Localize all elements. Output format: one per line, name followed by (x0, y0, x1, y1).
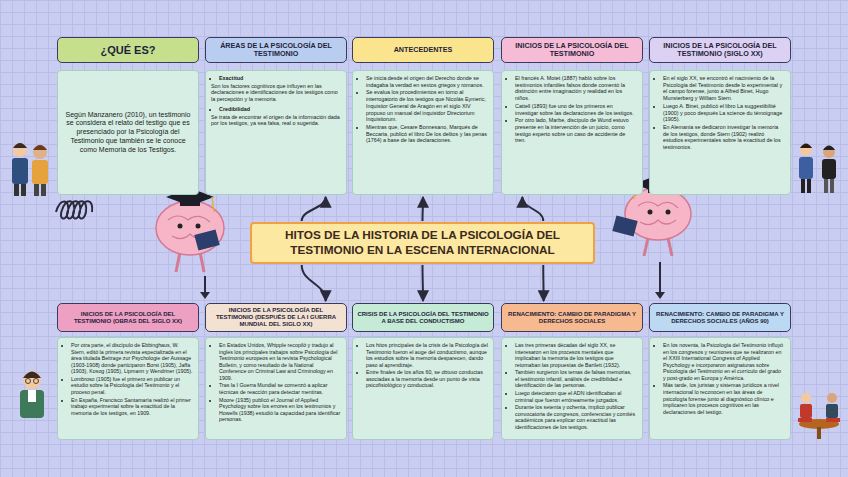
bullet-text: Lombroso (1905) fue el primero en public… (71, 376, 193, 396)
content-box: Por otra parte, el discípulo de Ebbingha… (57, 337, 199, 440)
connector-arrow (302, 265, 326, 301)
bullet-text: Los hitos principales de la crisis de la… (366, 342, 488, 368)
connector-arrow (422, 265, 425, 301)
brain-figure (156, 188, 224, 272)
content-box: En Estados Unidos, Whipple recopiló y tr… (205, 337, 347, 440)
body-text: Según Manzanero (2010), un testimonio se… (63, 111, 193, 154)
bullet-text: El francés A. Motet (1887) habló sobre l… (515, 75, 637, 102)
connector-arrow (522, 197, 543, 221)
bullet-text: Luego detectaron que el ADN identificaba… (515, 390, 637, 403)
meeting-figure (798, 393, 840, 439)
header-text: RENACIMIENTO: CAMBIO DE PARADIGMA Y DERE… (654, 311, 786, 325)
header-text: ANTECEDENTES (394, 46, 453, 54)
bullet-text: En Alemania se dedicaron investigar la m… (663, 124, 785, 151)
bullet-text: Mientras que, Cesare Bonnesano, Marqués … (366, 124, 488, 144)
spring-coil (56, 201, 92, 218)
content-box: En los noventa, la Psicología del Testim… (649, 337, 791, 440)
header-box: RENACIMIENTO: CAMBIO DE PARADIGMA Y DERE… (501, 303, 643, 332)
body-text: Son los factores cognitivos que influyen… (211, 83, 341, 103)
header-text: ÁREAS DE LA PSICOLOGÍA DEL TESTIMONIO (210, 42, 342, 59)
bullet-text: En Estados Unidos, Whipple recopiló y tr… (219, 342, 341, 381)
header-box: ÁREAS DE LA PSICOLOGÍA DEL TESTIMONIO (205, 37, 347, 63)
header-box: CRISIS DE LA PSICOLOGÍA DEL TESTIMONIO A… (352, 303, 494, 332)
content-box: Se inicia desde el origen del Derecho do… (352, 70, 494, 195)
connector-arrow (302, 197, 326, 221)
connector-arrow (542, 265, 544, 301)
bullet-text: Se inicia desde el origen del Derecho do… (366, 75, 488, 88)
people-figure (799, 144, 836, 194)
bullet-heading: Credibilidad (219, 106, 341, 113)
connector-arrow (422, 197, 425, 221)
bullet-text: Las tres primeras décadas del siglo XX, … (515, 342, 637, 368)
bullet-text: Entre finales de los años 60, se obtuvo … (366, 369, 488, 389)
header-box: INICIOS DE LA PSICOLOGÍA DEL TESTIMONIO … (649, 37, 791, 63)
bullet-text: En los noventa, la Psicología del Testim… (663, 342, 785, 381)
bullet-text: Por otra parte, el discípulo de Ebbingha… (71, 342, 193, 375)
bullet-text: Luego A. Binet, publicó el libro La sugg… (663, 103, 785, 123)
header-box: ANTECEDENTES (352, 37, 494, 63)
bullet-text: Moore (1935) publicó el Journal of Appli… (219, 397, 341, 423)
bullet-heading: Exactitud (219, 75, 341, 82)
header-text: RENACIMIENTO: CAMBIO DE PARADIGMA Y DERE… (506, 311, 638, 325)
header-box: RENACIMIENTO: CAMBIO DE PARADIGMA Y DERE… (649, 303, 791, 332)
bullet-text: También surgieron los temas de falsas me… (515, 369, 637, 389)
people-figure (12, 143, 48, 196)
bullet-text: Por otro lado, Marbe, discípulo de Wund … (515, 117, 637, 144)
header-text: INICIOS DE LA PSICOLOGÍA DEL TESTIMONIO (506, 42, 638, 59)
header-box: ¿QUÉ ES? (57, 37, 199, 63)
content-box: ExactitudSon los factores cognitivos que… (205, 70, 347, 195)
header-text: ¿QUÉ ES? (100, 44, 155, 57)
content-box: Los hitos principales de la crisis de la… (352, 337, 494, 440)
header-text: INICIOS DE LA PSICOLOGÍA DEL TESTIMONIO … (210, 307, 342, 328)
bullet-text: Cattell (1893) fue uno de los primeros e… (515, 103, 637, 116)
body-text: Se trata de encontrar el origen de la in… (211, 114, 341, 127)
title-box: HITOS DE LA HISTORIA DE LA PSICOLOGÍA DE… (250, 222, 595, 264)
person-figure (20, 371, 44, 418)
bullet-text: En el siglo XX, se encontró el nacimient… (663, 75, 785, 102)
bullet-text: Se evalua los procedimientos en torno al… (366, 89, 488, 123)
header-box: INICIOS DE LA PSICOLOGÍA DEL TESTIMONIO … (205, 303, 347, 332)
header-text: INICIOS DE LA PSICOLOGÍA DEL TESTIMONIO … (62, 311, 194, 325)
bullet-text: Más tarde, los juristas y sistemas juríd… (663, 382, 785, 415)
content-box: El francés A. Motet (1887) habló sobre l… (501, 70, 643, 195)
bullet-text: Tras la I Guerra Mundial se comenzó a ap… (219, 382, 341, 395)
decor-arrow (200, 262, 665, 299)
header-box: INICIOS DE LA PSICOLOGÍA DEL TESTIMONIO (501, 37, 643, 63)
bullet-text: Durante los setenta y ochenta, implicó p… (515, 404, 637, 430)
content-box: En el siglo XX, se encontró el nacimient… (649, 70, 791, 195)
content-box: Según Manzanero (2010), un testimonio se… (57, 70, 199, 195)
header-box: INICIOS DE LA PSICOLOGÍA DEL TESTIMONIO … (57, 303, 199, 332)
header-text: CRISIS DE LA PSICOLOGÍA DEL TESTIMONIO A… (357, 311, 489, 325)
header-text: INICIOS DE LA PSICOLOGÍA DEL TESTIMONIO … (654, 42, 786, 59)
content-box: Las tres primeras décadas del siglo XX, … (501, 337, 643, 440)
title-text: HITOS DE LA HISTORIA DE LA PSICOLOGÍA DE… (258, 228, 587, 259)
bullet-text: En España, Francisco Santamaría realizó … (71, 397, 193, 417)
